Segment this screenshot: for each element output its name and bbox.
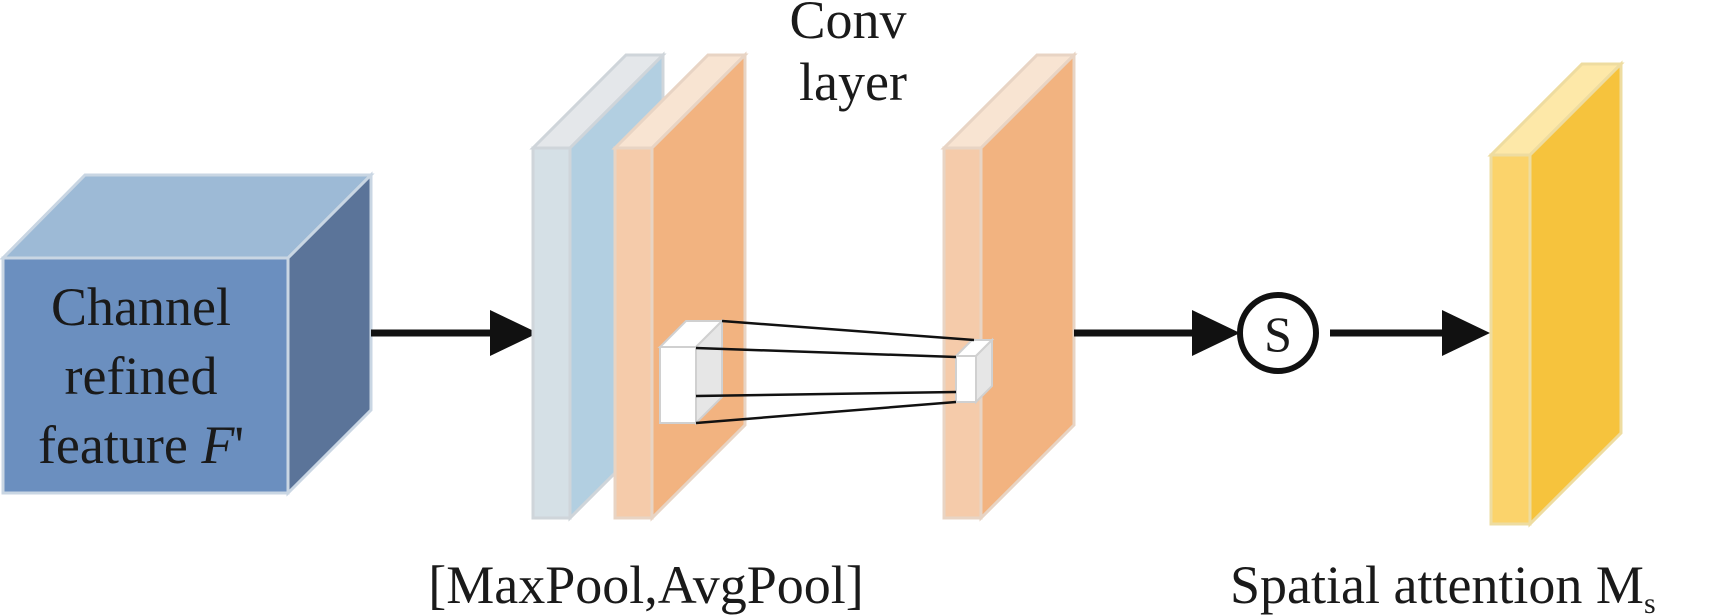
input-label-line2: refined <box>65 346 218 406</box>
arrow-input-to-pool <box>371 310 538 356</box>
sigmoid-node: S <box>1237 292 1319 374</box>
conv-output-map <box>940 51 1078 522</box>
pool-label: [MaxPool,AvgPool] <box>428 555 864 615</box>
maxpool-front-face <box>531 146 572 520</box>
output-pixel-cube <box>953 337 995 405</box>
input-label-line3: feature F' <box>38 415 244 475</box>
conv-projection-lines <box>695 319 975 425</box>
attention-label: Spatial attention Ms <box>1230 555 1656 616</box>
input-feature-cube: Channel refined feature F' <box>0 171 375 497</box>
attention-label-text: Spatial attention M <box>1230 555 1644 615</box>
pixel-front-face <box>955 355 977 403</box>
attention-front-face <box>1489 153 1532 526</box>
cube-front-face <box>1 256 290 495</box>
input-label-prime: ' <box>234 415 244 475</box>
kernel-cube <box>657 318 725 426</box>
kernel-front-face <box>659 346 697 424</box>
sigmoid-circle <box>1237 292 1319 374</box>
input-label-word: feature <box>38 415 201 475</box>
conv-label-line1: Conv <box>789 0 906 50</box>
attention-label-subscript: s <box>1644 587 1656 616</box>
avgpool-front-face <box>613 146 654 520</box>
sigmoid-symbol: S <box>1264 306 1292 362</box>
arrow-sigmoid-to-attention <box>1330 310 1490 356</box>
spatial-attention-map <box>1487 60 1625 528</box>
arrow-conv-to-sigmoid <box>1074 310 1240 356</box>
conv-label-line2: layer <box>799 52 907 112</box>
input-label-line1: Channel <box>51 277 231 337</box>
input-label-variable: F <box>200 415 235 475</box>
conv-front-face <box>942 146 983 520</box>
